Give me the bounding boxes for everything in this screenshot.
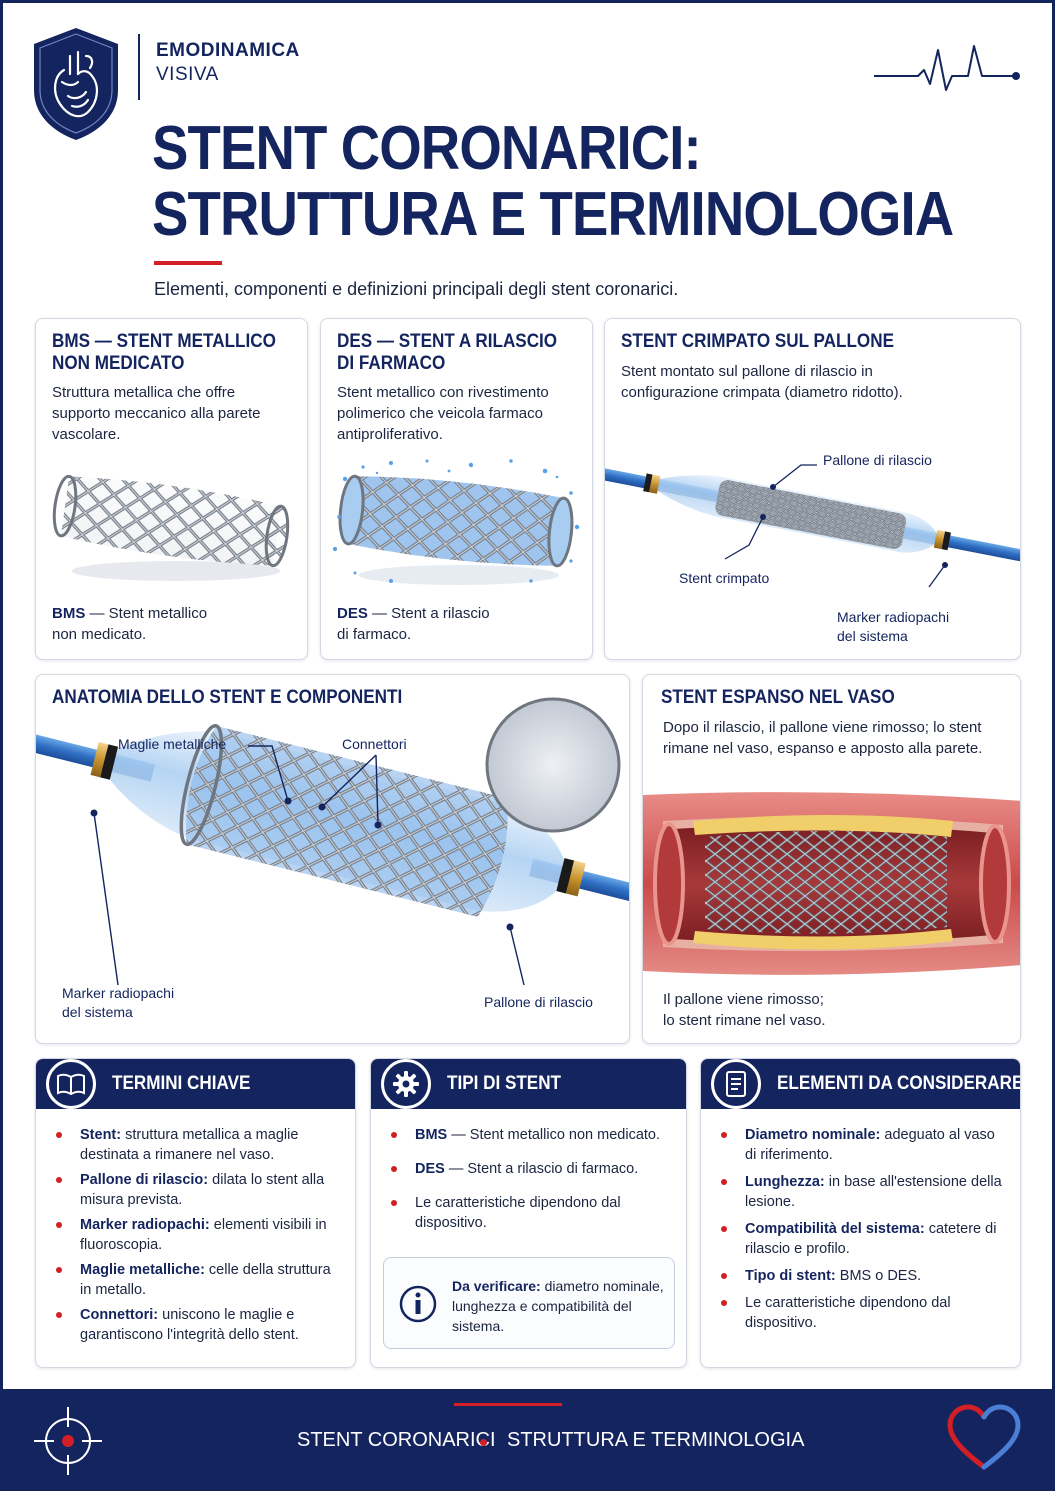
card-expanded: STENT ESPANSO NEL VASO Dopo il rilascio,… [642,674,1021,1044]
label-anatomy-markers: Marker radiopachi del sistema [62,985,175,1020]
list-item: Marker radiopachi: elementi visibili in … [52,1215,343,1255]
book-icon [46,1059,96,1109]
card-expanded-desc: Dopo il rilascio, il pallone viene rimos… [663,719,983,757]
card-bms-caption: BMS — Stent metallico non medicato. [52,605,208,643]
list-item: Connettori: uniscono le maglie e garanti… [52,1305,343,1345]
expanded-vessel-illustration [643,791,1020,982]
footer-accent-bar [454,1403,562,1406]
info-text: Da verificare: diametro nominale, lunghe… [452,1278,664,1334]
label-crimped-balloon: Pallone di rilascio [823,452,932,468]
label-crimped-markers: Marker radiopachi del sistema [837,609,950,644]
card-crimped-desc: Stent montato sul pallone di rilascio in… [621,363,903,401]
ecg-line-icon [872,40,1022,98]
considerations-list: Diametro nominale: adeguato al vaso di r… [717,1125,1008,1338]
card-des: DES — STENT A RILASCIO DI FARMACO Stent … [320,318,593,660]
card-bms: BMS — STENT METALLICO NON MEDICATO Strut… [35,318,308,660]
card-crimped-title: STENT CRIMPATO SUL PALLONE [621,331,894,352]
panel-stent-types-title: TIPI DI STENT [447,1073,562,1094]
footer-right-text: STRUTTURA E TERMINOLOGIA [507,1429,805,1451]
info-icon [398,1284,438,1329]
panel-key-terms: TERMINI CHIAVE Stent: struttura metallic… [35,1058,356,1368]
list-item: Compatibilità del sistema: catetere di r… [717,1219,1008,1259]
list-item: Maglie metalliche: celle della struttura… [52,1260,343,1300]
crimped-stent-illustration [605,449,1020,594]
list-item: DES — Stent a rilascio di farmaco. [387,1159,674,1179]
card-expanded-title: STENT ESPANSO NEL VASO [661,687,895,708]
label-crimped-stent: Stent crimpato [679,570,770,586]
label-mesh: Maglie metalliche [118,736,227,752]
card-des-title: DES — STENT A RILASCIO DI FARMACO [337,331,558,374]
heart-logo-icon [946,1403,1022,1480]
anatomy-stent-illustration [36,675,629,1043]
key-terms-list: Stent: struttura metallica a maglie dest… [52,1125,343,1350]
des-stent-illustration [331,457,581,597]
list-item: BMS — Stent metallico non medicato. [387,1125,674,1145]
label-anatomy-balloon: Pallone di rilascio [484,994,593,1010]
brand-separator [138,34,140,100]
brand-subname: VISIVA [156,64,219,85]
stent-types-list: BMS — Stent metallico non medicato. DES … [387,1125,674,1238]
card-des-caption: DES — Stent a rilascio di farmaco. [337,605,490,643]
target-icon [30,1403,106,1484]
footer-left-text: STENT CORONARICI [297,1429,496,1451]
panel-stent-types: TIPI DI STENT BMS — Stent metallico non … [370,1058,687,1368]
list-item: Tipo di stent: BMS o DES. [717,1266,1008,1286]
list-item: Lunghezza: in base all'estensione della … [717,1172,1008,1212]
list-item: Diametro nominale: adeguato al vaso di r… [717,1125,1008,1165]
list-item: Stent: struttura metallica a maglie dest… [52,1125,343,1165]
panel-considerations-title: ELEMENTI DA CONSIDERARE [777,1073,1021,1094]
list-item: Pallone di rilascio: dilata lo stent all… [52,1170,343,1210]
card-anatomy: ANATOMIA DELLO STENT E COMPONENTI [35,674,630,1044]
card-anatomy-title: ANATOMIA DELLO STENT E COMPONENTI [52,687,403,708]
card-bms-desc: Struttura metallica che offre supporto m… [52,384,261,443]
card-des-desc: Stent metallico con rivestimento polimer… [337,384,549,443]
page-subtitle: Elementi, componenti e definizioni princ… [154,279,679,299]
card-bms-title: BMS — STENT METALLICO NON MEDICATO [52,331,276,374]
page-title: STENT CORONARICI: STRUTTURA E TERMINOLOG… [152,114,954,249]
logo-shield-icon [32,26,120,142]
panel-considerations: ELEMENTI DA CONSIDERARE Diametro nominal… [700,1058,1021,1368]
card-expanded-caption: Il pallone viene rimosso; lo stent riman… [663,991,826,1029]
list-item: Le caratteristiche dipendono dal disposi… [717,1293,1008,1333]
panel-key-terms-title: TERMINI CHIAVE [112,1073,251,1094]
gear-icon [381,1059,431,1109]
footer-separator-dot [480,1439,487,1446]
card-crimped: STENT CRIMPATO SUL PALLONE Stent montato… [604,318,1021,660]
title-accent-bar [154,261,222,265]
label-connectors: Connettori [342,736,407,752]
document-icon [711,1059,761,1109]
footer: STENT CORONARICI STRUTTURA E TERMINOLOGI… [0,1389,1055,1491]
list-item: Le caratteristiche dipendono dal disposi… [387,1193,674,1233]
bms-stent-illustration [46,459,296,594]
info-box: Da verificare: diametro nominale, lunghe… [383,1257,675,1349]
brand-name: EMODINAMICA [156,40,300,61]
